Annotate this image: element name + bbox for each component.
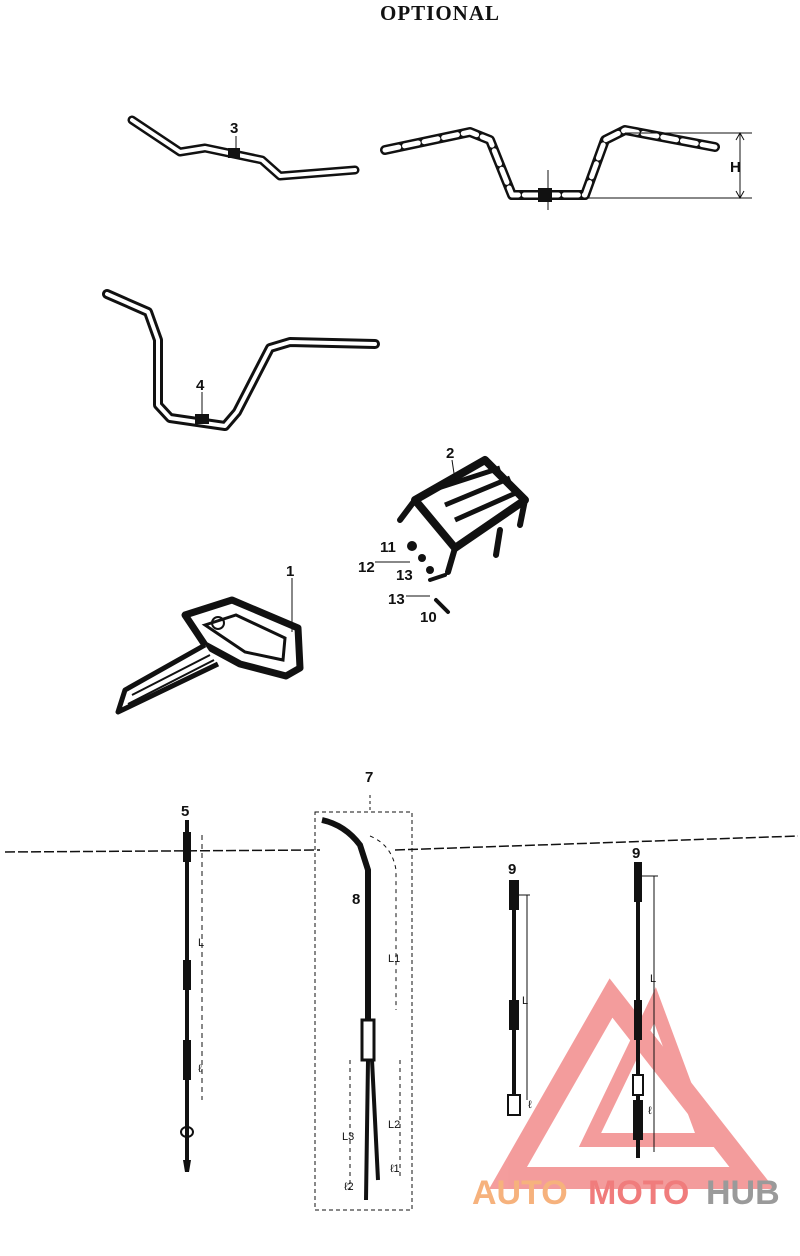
- watermark-text: AUTO MOTO HUB: [472, 1174, 780, 1212]
- dimension-lsmall-9: ℓ: [528, 1099, 532, 1111]
- dimension-lsmall-5: ℓ: [198, 1063, 202, 1075]
- part-label-2: 2: [446, 445, 454, 462]
- part-label-13a: 13: [396, 567, 413, 584]
- part-label-9: 9: [508, 861, 516, 878]
- watermark-triangle-inner: [578, 987, 716, 1147]
- part-label-3: 3: [230, 120, 238, 137]
- part-label-7: 7: [365, 769, 373, 786]
- cable-7-assembly: 7 8 L1 L2 L3 ℓ1 ℓ2: [314, 769, 413, 1211]
- part-label-4: 4: [196, 377, 205, 394]
- ignition-key: 1: [115, 563, 304, 715]
- watermark-auto: AUTO: [472, 1174, 568, 1212]
- dimension-h-label: H: [730, 159, 741, 176]
- dimension-l-8: L: [650, 973, 656, 985]
- dimension-l-9: L: [522, 995, 528, 1007]
- handlebar-low: 3: [127, 115, 360, 181]
- cable-8: 9 L ℓ: [632, 845, 658, 1158]
- page-title: OPTIONAL: [379, 1, 500, 25]
- dimension-lsmall-2: ℓ2: [344, 1181, 354, 1193]
- baseline-line: [4, 835, 799, 853]
- dimension-l3: L3: [342, 1131, 354, 1143]
- part-label-1: 1: [286, 563, 294, 580]
- washer-icon: [418, 554, 426, 562]
- nut-icon: [407, 541, 417, 551]
- part-label-11: 11: [380, 539, 396, 556]
- watermark-logo: [489, 978, 775, 1189]
- part-label-9b: 9: [632, 845, 640, 862]
- watermark-triangle-outer: [489, 978, 775, 1189]
- watermark-moto: MOTO: [588, 1174, 689, 1212]
- dimension-l1: L1: [388, 953, 400, 965]
- dimension-lsmall-1: ℓ1: [390, 1163, 400, 1175]
- cable-9: 9 L ℓ: [507, 861, 532, 1116]
- dimension-l2: L2: [388, 1119, 400, 1131]
- part-label-10: 10: [420, 609, 437, 626]
- part-label-12: 12: [358, 559, 375, 576]
- dimension-l-5: L: [198, 937, 204, 949]
- part-label-5: 5: [181, 803, 189, 820]
- dimension-lsmall-8: ℓ: [648, 1105, 652, 1117]
- part-label-13b: 13: [388, 591, 405, 608]
- luggage-carrier: 2 11 12 13 13 10: [358, 445, 529, 626]
- handlebar-high-rise: H: [380, 125, 752, 210]
- handlebar-high: 4: [102, 289, 380, 431]
- watermark-hub: HUB: [706, 1174, 780, 1212]
- part-label-8-assembly: 8: [352, 891, 360, 908]
- cable-5: 5 L ℓ: [180, 803, 204, 1172]
